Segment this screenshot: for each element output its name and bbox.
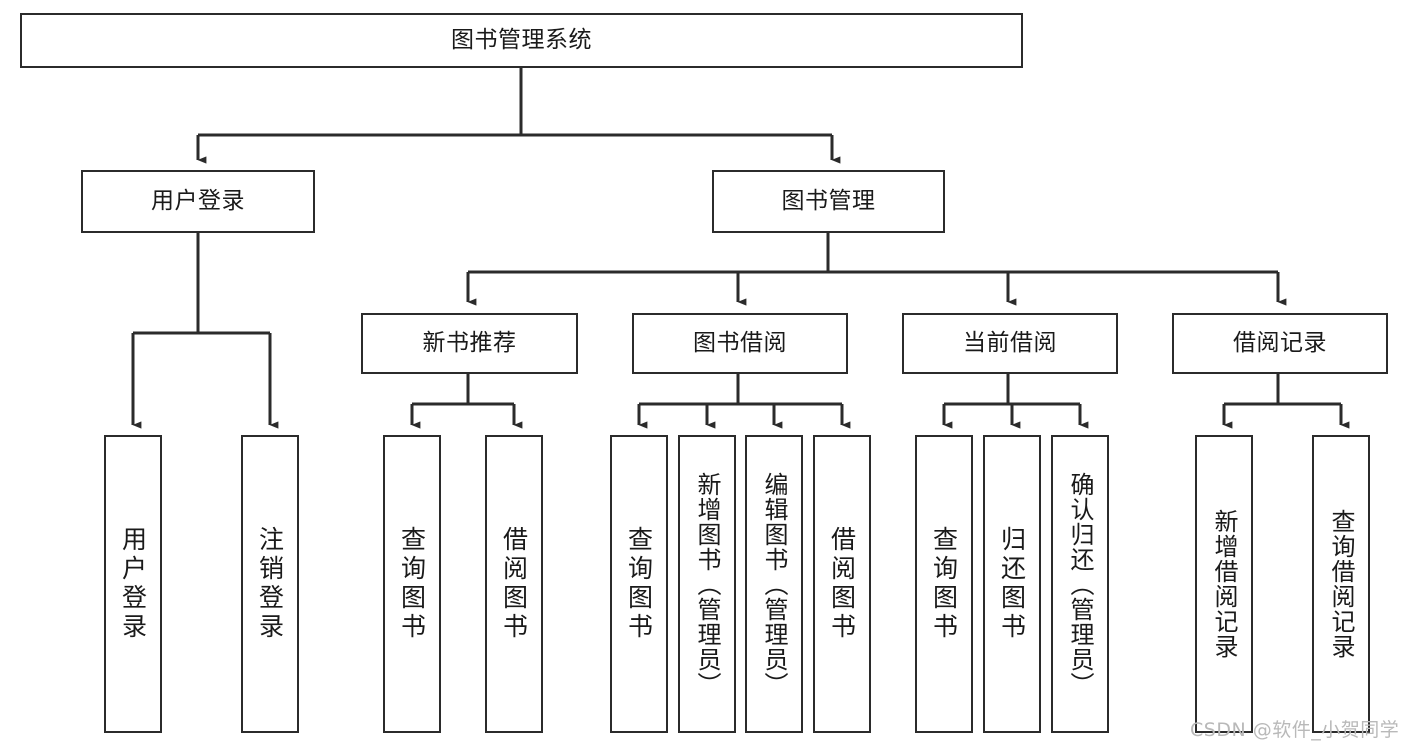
- node-leaf-borrow-book-1[interactable]: 借阅图书: [485, 435, 543, 733]
- node-borrow-record-label: 借阅记录: [1233, 330, 1327, 356]
- node-current-borrow[interactable]: 当前借阅: [902, 313, 1118, 374]
- node-new-book-recommend-label: 新书推荐: [422, 330, 517, 356]
- node-leaf-logout-label: 注销登录: [255, 526, 285, 642]
- node-book-manage[interactable]: 图书管理: [712, 170, 945, 233]
- node-leaf-query-book-2[interactable]: 查询图书: [610, 435, 668, 733]
- node-leaf-query-book-1-label: 查询图书: [397, 526, 427, 642]
- node-root[interactable]: 图书管理系统: [20, 13, 1023, 68]
- node-borrow-record[interactable]: 借阅记录: [1172, 313, 1388, 374]
- node-root-label: 图书管理系统: [451, 27, 592, 53]
- csdn-watermark: CSDN @软件_小贺同学: [1190, 719, 1400, 741]
- node-leaf-logout[interactable]: 注销登录: [241, 435, 299, 733]
- node-leaf-edit-book[interactable]: 编辑图书（管理员）: [745, 435, 803, 733]
- node-book-borrow-label: 图书借阅: [693, 330, 787, 356]
- node-leaf-confirm-return[interactable]: 确认归还（管理员）: [1051, 435, 1109, 733]
- node-leaf-borrow-book-2[interactable]: 借阅图书: [813, 435, 871, 733]
- node-leaf-query-book-3-label: 查询图书: [929, 526, 959, 642]
- node-leaf-query-book-2-label: 查询图书: [624, 526, 654, 642]
- node-leaf-return-book-label: 归还图书: [997, 526, 1027, 642]
- node-new-book-recommend[interactable]: 新书推荐: [361, 313, 578, 374]
- node-leaf-borrow-book-2-label: 借阅图书: [827, 526, 857, 642]
- node-leaf-query-book-1[interactable]: 查询图书: [383, 435, 441, 733]
- node-leaf-confirm-return-label: 确认归还（管理员）: [1066, 471, 1094, 697]
- node-leaf-user-login[interactable]: 用户登录: [104, 435, 162, 733]
- node-leaf-edit-book-label: 编辑图书（管理员）: [760, 471, 788, 697]
- node-current-borrow-label: 当前借阅: [963, 330, 1057, 356]
- node-user-login[interactable]: 用户登录: [81, 170, 315, 233]
- node-leaf-query-book-3[interactable]: 查询图书: [915, 435, 973, 733]
- node-leaf-add-record[interactable]: 新增借阅记录: [1195, 435, 1253, 733]
- node-user-login-label: 用户登录: [151, 188, 245, 214]
- node-leaf-user-login-label: 用户登录: [118, 526, 148, 642]
- node-leaf-add-book-label: 新增图书（管理员）: [693, 471, 721, 697]
- node-leaf-query-record[interactable]: 查询借阅记录: [1312, 435, 1370, 733]
- node-leaf-query-record-label: 查询借阅记录: [1327, 509, 1355, 659]
- node-leaf-add-record-label: 新增借阅记录: [1210, 509, 1238, 659]
- node-book-manage-label: 图书管理: [781, 188, 876, 214]
- node-leaf-borrow-book-1-label: 借阅图书: [499, 526, 529, 642]
- node-book-borrow[interactable]: 图书借阅: [632, 313, 848, 374]
- node-leaf-return-book[interactable]: 归还图书: [983, 435, 1041, 733]
- node-leaf-add-book[interactable]: 新增图书（管理员）: [678, 435, 736, 733]
